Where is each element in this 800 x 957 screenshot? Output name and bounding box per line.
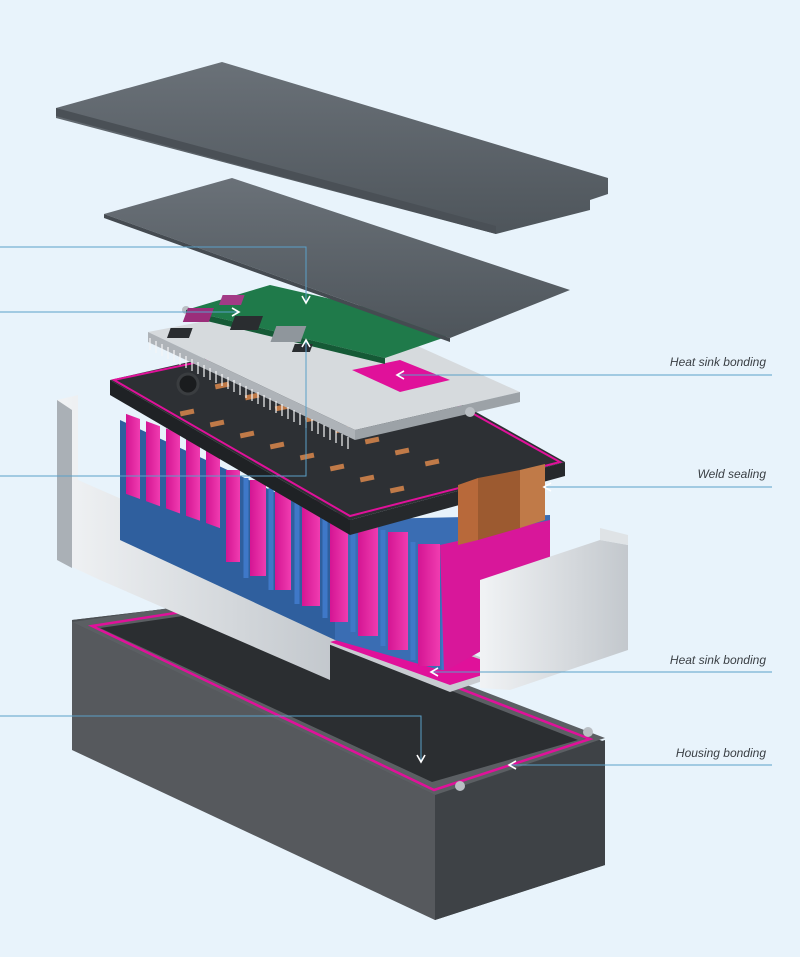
- weld-tabs: [458, 464, 545, 545]
- leader-lines-right: [395, 370, 772, 770]
- cell-face: [358, 522, 378, 636]
- pcb-chip: [218, 295, 245, 305]
- cell-face: [302, 500, 320, 606]
- middle-plate-edge: [104, 214, 450, 342]
- pcb-chip: [270, 326, 307, 342]
- leader-line: [0, 715, 426, 764]
- cell-face: [146, 421, 160, 507]
- bus-bars: [179, 381, 440, 494]
- pcb-chip: [229, 316, 263, 330]
- cell-face: [388, 532, 408, 650]
- housing-cavity: [100, 608, 578, 782]
- pcb-chip: [291, 344, 313, 352]
- housing-right-wall: [435, 740, 605, 920]
- pcb-chip: [182, 308, 214, 322]
- housing-screw: [455, 781, 465, 791]
- top-lid-edge: [56, 108, 496, 234]
- cell-face: [418, 544, 440, 666]
- leader-line: [0, 246, 311, 305]
- right-side-sheet: [480, 528, 628, 690]
- cell-face: [206, 442, 220, 529]
- cell-face: [186, 435, 200, 521]
- housing-left-wall: [72, 622, 435, 920]
- pcb-board: [166, 285, 466, 364]
- heat-sink-screw: [465, 407, 475, 417]
- cell-face: [166, 428, 180, 514]
- leader-lines-left: [0, 246, 426, 764]
- callout-housing-bonding: Housing bonding: [675, 746, 766, 760]
- callout-heat-sink-bonding-top: Heat sink bonding: [669, 355, 766, 369]
- heat-sink-plate: [148, 300, 520, 449]
- cell-face: [126, 413, 140, 499]
- housing: [72, 598, 605, 920]
- top-lid: [56, 62, 608, 234]
- callout-heat-sink-bonding-bottom: Heat sink bonding: [669, 653, 766, 667]
- cell-face: [330, 512, 348, 622]
- terminal-post: [176, 372, 200, 396]
- cell-face: [275, 490, 291, 590]
- callout-weld-sealing: Weld sealing: [697, 467, 766, 481]
- housing-screw: [583, 727, 593, 737]
- pcb-chip: [166, 328, 193, 338]
- cell-face: [226, 470, 240, 562]
- middle-plate: [104, 178, 570, 338]
- leader-line: [0, 338, 311, 477]
- cell-face: [250, 480, 266, 576]
